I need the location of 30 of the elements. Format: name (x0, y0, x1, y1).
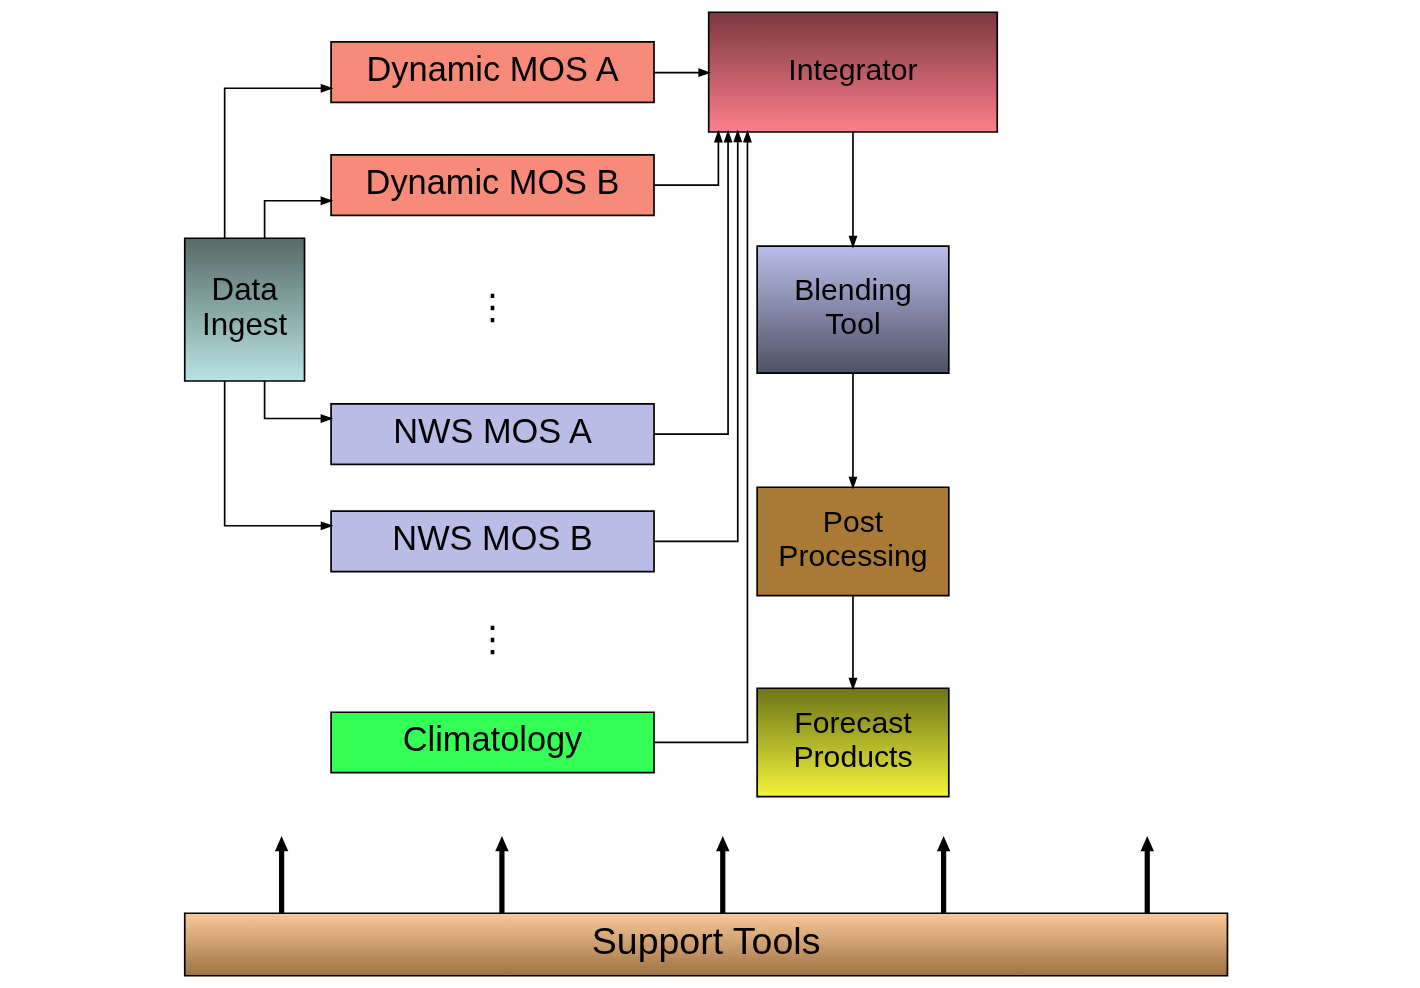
arrow (936, 835, 951, 914)
arrow (274, 835, 289, 914)
arrow (1140, 835, 1154, 914)
label: ⋮ (474, 285, 511, 327)
arrow (223, 380, 334, 531)
arrow (653, 129, 733, 435)
node-box: Post Processing (756, 486, 950, 597)
node-box: Integrator (707, 11, 999, 133)
node-box: NWS MOS A (330, 403, 655, 466)
arrow (848, 594, 858, 691)
node-box: Data Ingest (183, 237, 306, 382)
arrow (263, 196, 334, 240)
arrow (653, 129, 723, 186)
arrow (848, 131, 858, 249)
node-box: Dynamic MOS B (330, 154, 655, 217)
arrow (263, 380, 334, 423)
node-box: Support Tools (183, 912, 1229, 977)
node-box: Climatology (330, 711, 655, 774)
arrow (653, 68, 712, 78)
arrow (495, 835, 509, 914)
arrow (653, 129, 743, 543)
node-box: Forecast Products (756, 687, 950, 798)
arrow (848, 372, 858, 490)
node-box: NWS MOS B (330, 510, 655, 573)
label: ⋮ (474, 617, 511, 659)
arrow (223, 83, 334, 239)
arrow (653, 129, 752, 744)
node-box: Dynamic MOS A (330, 41, 655, 104)
arrow (716, 835, 730, 914)
node-box: Blending Tool (756, 245, 950, 374)
